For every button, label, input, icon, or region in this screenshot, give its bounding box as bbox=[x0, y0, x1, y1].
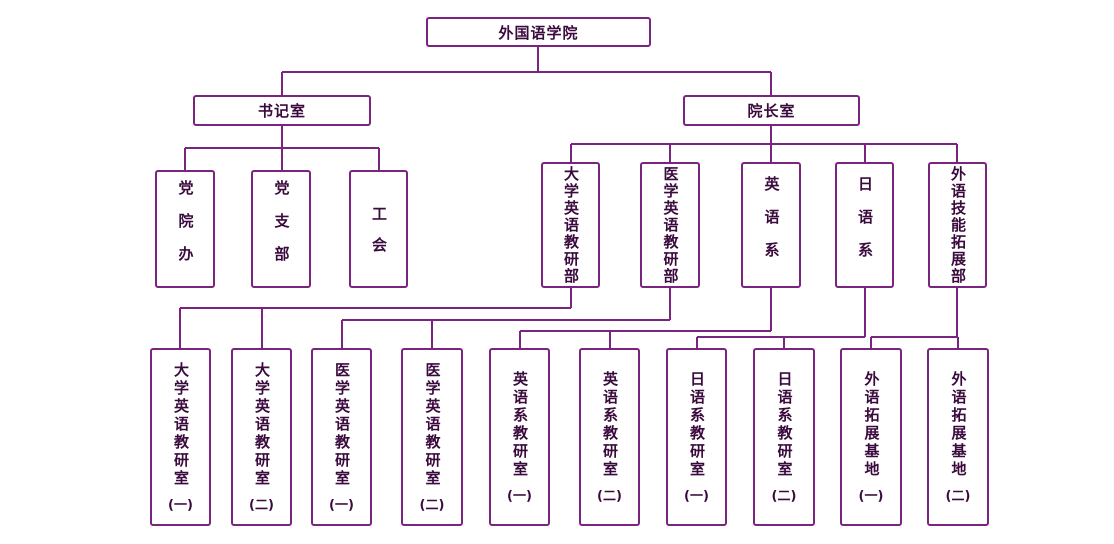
node-dean-office[interactable]: 院长室 bbox=[683, 95, 860, 126]
node-college-english-dept[interactable]: 大学英语教研部 bbox=[541, 162, 600, 288]
room-suffix: (一) bbox=[507, 488, 532, 504]
node-room-english-1[interactable]: 英语系教研室 (一) bbox=[489, 348, 550, 526]
room-label: 外语拓展基地 bbox=[862, 370, 881, 479]
room-label: 大学英语教研室 bbox=[172, 361, 190, 488]
room-label: 医学英语教研室 bbox=[333, 361, 351, 488]
node-room-japanese-2[interactable]: 日语系教研室 (二) bbox=[753, 348, 815, 526]
room-label: 大学英语教研室 bbox=[253, 361, 271, 488]
room-suffix: (二) bbox=[945, 488, 971, 504]
room-label: 英语系教研室 bbox=[511, 370, 529, 479]
room-suffix: (一) bbox=[684, 488, 709, 504]
room-suffix: (二) bbox=[419, 497, 445, 513]
node-trade-union-label: 工会 bbox=[370, 206, 388, 268]
node-party-admin-office[interactable]: 党院办 bbox=[155, 170, 215, 288]
node-room-language-base-1[interactable]: 外语拓展基地 (一) bbox=[840, 348, 902, 526]
node-room-college-english-1[interactable]: 大学英语教研室 (一) bbox=[150, 348, 211, 526]
node-medical-english-dept-label: 医学英语教研部 bbox=[661, 165, 680, 285]
node-room-medical-english-1[interactable]: 医学英语教研室 (一) bbox=[311, 348, 372, 526]
room-label: 外语拓展基地 bbox=[949, 370, 968, 479]
node-room-japanese-1[interactable]: 日语系教研室 (一) bbox=[666, 348, 727, 526]
node-trade-union[interactable]: 工会 bbox=[349, 170, 408, 288]
node-room-english-2[interactable]: 英语系教研室 (二) bbox=[579, 348, 640, 526]
node-room-college-english-2[interactable]: 大学英语教研室 (二) bbox=[231, 348, 292, 526]
node-room-medical-english-2[interactable]: 医学英语教研室 (二) bbox=[401, 348, 463, 526]
node-japanese-dept[interactable]: 日语系 bbox=[835, 162, 894, 288]
room-suffix: (一) bbox=[858, 488, 884, 504]
node-root[interactable]: 外国语学院 bbox=[426, 17, 651, 47]
node-room-language-base-2[interactable]: 外语拓展基地 (二) bbox=[927, 348, 989, 526]
node-root-label: 外国语学院 bbox=[498, 23, 579, 42]
room-suffix: (二) bbox=[771, 488, 797, 504]
node-english-dept[interactable]: 英语系 bbox=[741, 162, 801, 288]
room-label: 英语系教研室 bbox=[601, 370, 619, 479]
node-party-admin-office-label: 党院办 bbox=[176, 179, 195, 279]
room-suffix: (一) bbox=[168, 497, 193, 513]
node-dean-office-label: 院长室 bbox=[747, 102, 796, 120]
node-english-dept-label: 英语系 bbox=[762, 175, 781, 275]
room-suffix: (二) bbox=[249, 497, 274, 513]
node-party-branch-label: 党支部 bbox=[272, 179, 291, 279]
node-japanese-dept-label: 日语系 bbox=[856, 175, 874, 275]
node-language-skills-dept-label: 外语技能拓展部 bbox=[949, 165, 967, 285]
node-secretary-office-label: 书记室 bbox=[257, 102, 306, 120]
room-label: 日语系教研室 bbox=[688, 370, 706, 479]
room-label: 医学英语教研室 bbox=[423, 361, 442, 488]
node-party-branch[interactable]: 党支部 bbox=[251, 170, 311, 288]
node-medical-english-dept[interactable]: 医学英语教研部 bbox=[640, 162, 700, 288]
node-language-skills-dept[interactable]: 外语技能拓展部 bbox=[928, 162, 987, 288]
room-label: 日语系教研室 bbox=[775, 370, 794, 479]
room-suffix: (一) bbox=[329, 497, 354, 513]
node-secretary-office[interactable]: 书记室 bbox=[193, 95, 371, 126]
node-college-english-dept-label: 大学英语教研部 bbox=[562, 165, 580, 285]
room-suffix: (二) bbox=[597, 488, 622, 504]
